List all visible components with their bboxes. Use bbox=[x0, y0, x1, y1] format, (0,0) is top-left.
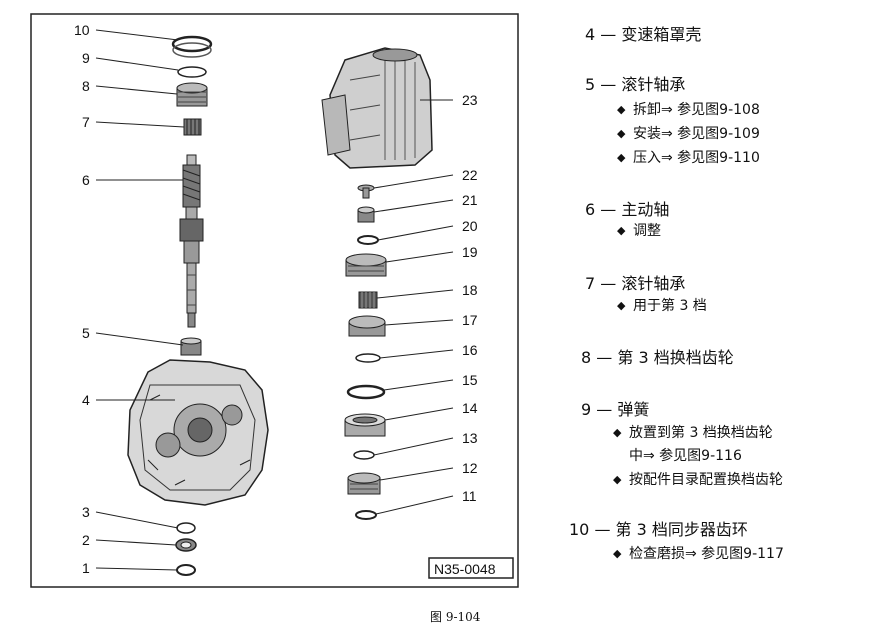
legend-sub-text: 拆卸⇒ 参见图9-108 bbox=[633, 102, 760, 118]
bullet-icon: ◆ bbox=[617, 299, 626, 312]
callout-13: 13 bbox=[462, 430, 478, 446]
part-12-gear bbox=[347, 472, 381, 495]
callout-21: 21 bbox=[462, 192, 478, 208]
part-5-needle-bearing bbox=[180, 337, 202, 356]
legend-item-7-sub-1: ◆ 用于第 3 档 bbox=[617, 295, 707, 315]
legend-sub-text: 安装⇒ 参见图9-109 bbox=[633, 126, 760, 142]
legend-item-10-title: 10 — 第 3 档同步器齿环 bbox=[569, 520, 748, 539]
diagram-frame bbox=[30, 13, 519, 588]
legend-item-5-title: 5 — 滚针轴承 bbox=[585, 75, 686, 94]
bullet-icon: ◆ bbox=[617, 224, 626, 237]
legend-item-9-sub-3: ◆ 按配件目录配置换档齿轮 bbox=[613, 469, 783, 489]
part-4-gearbox-housing bbox=[127, 359, 269, 506]
figure-code: N35-0048 bbox=[434, 561, 496, 577]
legend-item-7-title: 7 — 滚针轴承 bbox=[585, 274, 686, 293]
legend-sub-text: 调整 bbox=[633, 223, 661, 239]
legend-item-5-sub-1: ◆ 拆卸⇒ 参见图9-108 bbox=[617, 99, 760, 119]
part-22-small-part bbox=[357, 184, 375, 199]
legend-sub-text: 按配件目录配置换档齿轮 bbox=[629, 472, 783, 488]
callout-5: 5 bbox=[82, 325, 90, 341]
callout-3: 3 bbox=[82, 504, 90, 520]
legend-sub-text: 用于第 3 档 bbox=[633, 298, 707, 314]
part-9-spring bbox=[177, 66, 207, 78]
bullet-icon: ◆ bbox=[613, 547, 622, 560]
legend-sub-text: 检查磨损⇒ 参见图9-117 bbox=[629, 546, 784, 562]
callout-15: 15 bbox=[462, 372, 478, 388]
legend-item-9-title: 9 — 弹簧 bbox=[581, 400, 650, 419]
callout-16: 16 bbox=[462, 342, 478, 358]
figure-code-box bbox=[428, 557, 514, 579]
legend-item-9-sub-2: 中⇒ 参见图9-116 bbox=[629, 448, 742, 464]
callout-8: 8 bbox=[82, 78, 90, 94]
bullet-icon: ◆ bbox=[617, 127, 626, 140]
part-8-3rd-gear bbox=[176, 82, 208, 107]
part-6-drive-shaft bbox=[179, 154, 204, 328]
callout-10: 10 bbox=[74, 22, 90, 38]
part-3-ring bbox=[176, 522, 196, 534]
callout-2: 2 bbox=[82, 532, 90, 548]
callout-18: 18 bbox=[462, 282, 478, 298]
part-13-spring bbox=[353, 450, 375, 460]
callout-23: 23 bbox=[462, 92, 478, 108]
callout-1: 1 bbox=[82, 560, 90, 576]
part-2-bearing bbox=[175, 538, 197, 552]
part-10-synchronizer-ring bbox=[171, 35, 213, 58]
part-23-gearbox-cover bbox=[321, 47, 433, 169]
legend-item-5-sub-2: ◆ 安装⇒ 参见图9-109 bbox=[617, 123, 760, 143]
callout-4: 4 bbox=[82, 392, 90, 408]
part-16-spring bbox=[355, 353, 381, 363]
part-14-sleeve bbox=[344, 413, 386, 437]
part-20-circlip bbox=[357, 235, 379, 245]
legend-item-6-title: 6 — 主动轴 bbox=[585, 200, 670, 219]
legend-item-8-title: 8 — 第 3 档换档齿轮 bbox=[581, 348, 734, 367]
legend-item-4-title: 4 — 变速箱罩壳 bbox=[585, 25, 702, 44]
legend-item-6-sub-1: ◆ 调整 bbox=[617, 220, 661, 240]
legend-sub-text: 放置到第 3 档换档齿轮 bbox=[629, 425, 773, 441]
legend-item-10-sub-1: ◆ 检查磨损⇒ 参见图9-117 bbox=[613, 543, 784, 563]
part-18-needle-bearing bbox=[358, 291, 378, 309]
legend-item-9-sub-1: ◆ 放置到第 3 档换档齿轮 bbox=[613, 422, 773, 442]
callout-19: 19 bbox=[462, 244, 478, 260]
callout-9: 9 bbox=[82, 50, 90, 66]
leader-lines bbox=[95, 29, 454, 571]
legend-item-5-sub-3: ◆ 压入⇒ 参见图9-110 bbox=[617, 147, 760, 167]
callout-17: 17 bbox=[462, 312, 478, 328]
part-11-circlip bbox=[355, 510, 377, 520]
bullet-icon: ◆ bbox=[613, 473, 622, 486]
bullet-icon: ◆ bbox=[617, 103, 626, 116]
callout-12: 12 bbox=[462, 460, 478, 476]
callout-20: 20 bbox=[462, 218, 478, 234]
callout-numbers: 10 9 8 7 6 5 4 3 2 1 23 22 21 20 19 18 1… bbox=[74, 22, 478, 576]
callout-11: 11 bbox=[462, 488, 477, 504]
callout-22: 22 bbox=[462, 167, 478, 183]
part-17-gear bbox=[348, 315, 386, 337]
part-7-needle-bearing bbox=[183, 118, 202, 136]
callout-6: 6 bbox=[82, 172, 90, 188]
legend-sub-text: 压入⇒ 参见图9-110 bbox=[633, 150, 760, 166]
callout-14: 14 bbox=[462, 400, 478, 416]
figure-caption: 图 9-104 bbox=[430, 610, 481, 624]
bullet-icon: ◆ bbox=[613, 426, 622, 439]
part-21-bearing bbox=[357, 206, 375, 223]
part-1-circlip bbox=[176, 564, 196, 576]
bullet-icon: ◆ bbox=[617, 151, 626, 164]
part-19-gear bbox=[345, 253, 387, 277]
callout-7: 7 bbox=[82, 114, 90, 130]
part-15-synchronizer-ring bbox=[346, 384, 386, 400]
